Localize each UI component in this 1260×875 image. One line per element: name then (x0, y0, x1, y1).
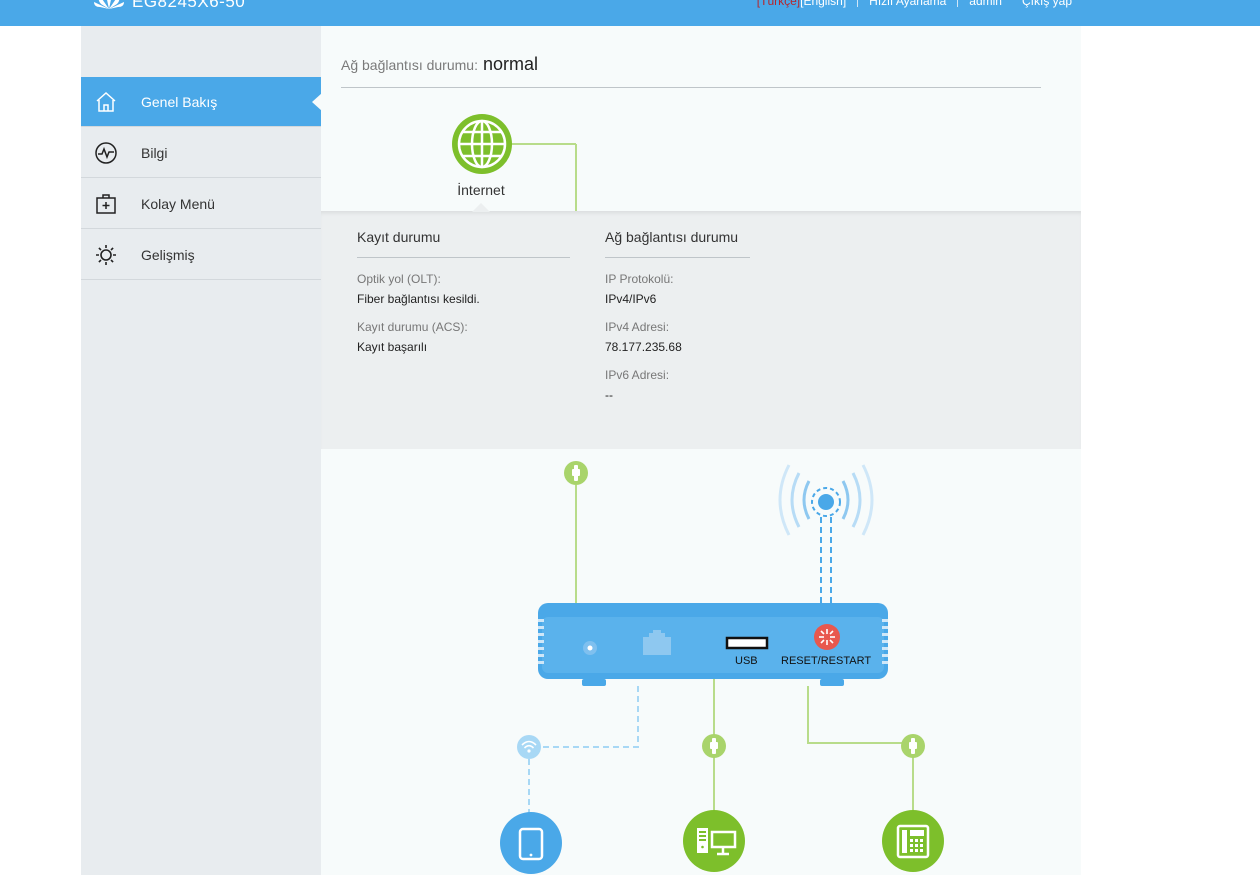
ethernet-port-icon[interactable] (702, 734, 726, 758)
reset-button-icon[interactable] (814, 624, 840, 650)
field-value: IPv4/IPv6 (605, 292, 657, 306)
nav-separator (957, 0, 959, 7)
field-acs: Kayıt durumu (ACS): Kayıt başarılı (357, 320, 570, 354)
field-ipv6: IPv6 Adresi: -- (605, 368, 750, 402)
computer-icon[interactable] (683, 810, 745, 872)
router-device (538, 603, 888, 686)
connection-status-label: Ağ bağlantısı durumu: (341, 57, 478, 73)
reset-restart-label: RESET/RESTART (781, 655, 872, 667)
main-content: Ağ bağlantısı durumu: normal İnternet Ka… (321, 26, 1081, 875)
user-name-link[interactable]: admin (969, 0, 1002, 8)
top-nav: [Türkçe] [English] Hızlı Ayarlama admin … (757, 0, 1072, 8)
sidebar-item-label: Gelişmiş (141, 246, 195, 263)
sidebar-item-easy-menu[interactable]: Kolay Menü (81, 179, 321, 229)
field-label: IP Protokolü: (605, 272, 674, 286)
field-value: 78.177.235.68 (605, 340, 682, 354)
device-model-name: EG8245X6-50 (132, 0, 246, 11)
registration-status-title: Kayıt durumu (357, 229, 570, 258)
gear-icon (96, 244, 116, 265)
field-label: IPv4 Adresi: (605, 320, 670, 334)
logo: EG8245X6-50 (92, 0, 245, 12)
sidebar-item-advanced[interactable]: Gelişmiş (81, 230, 321, 280)
quick-setup-link[interactable]: Hızlı Ayarlama (869, 0, 947, 8)
medical-kit-icon (96, 193, 116, 214)
field-value: Fiber bağlantısı kesildi. (357, 292, 480, 306)
field-value: -- (605, 388, 613, 402)
connection-status-value: normal (482, 54, 539, 74)
router-topology (500, 461, 944, 874)
field-label: Optik yol (OLT): (357, 272, 441, 286)
language-english-link[interactable]: [English] (800, 0, 847, 8)
device-diagram: USB RESET/RESTART (321, 449, 1081, 875)
field-label: IPv6 Adresi: (605, 368, 670, 382)
sidebar-item-label: Kolay Menü (141, 195, 215, 212)
lan-port-icon (643, 630, 671, 655)
network-status-title: Ağ bağlantısı durumu (605, 229, 750, 258)
field-ipv4: IPv4 Adresi: 78.177.235.68 (605, 320, 750, 354)
usb-port-icon[interactable] (725, 636, 769, 650)
sidebar: Genel Bakış Bilgi Kolay Menü Gelişmiş (81, 26, 322, 875)
power-port-icon (583, 641, 597, 655)
fiber-port-icon[interactable] (564, 461, 588, 485)
network-status-section: Ağ bağlantısı durumu IP Protokolü: IPv4/… (605, 229, 750, 402)
globe-icon[interactable] (452, 114, 512, 174)
connection-status-header: Ağ bağlantısı durumu: normal (341, 54, 1041, 88)
home-icon (96, 91, 116, 112)
huawei-logo-icon (94, 0, 124, 9)
logout-link[interactable]: Çıkış yap (1021, 0, 1072, 8)
status-info-panel: Kayıt durumu Optik yol (OLT): Fiber bağl… (321, 203, 1081, 449)
sidebar-item-label: Bilgi (141, 144, 168, 161)
wifi-antenna-icon[interactable] (778, 464, 874, 536)
field-label: Kayıt durumu (ACS): (357, 320, 468, 334)
registration-status-section: Kayıt durumu Optik yol (OLT): Fiber bağl… (357, 229, 570, 354)
telephone-icon[interactable] (882, 810, 944, 872)
tablet-icon[interactable] (500, 812, 562, 874)
usb-label: USB (735, 655, 758, 667)
wifi-icon[interactable] (517, 735, 541, 759)
field-olt: Optik yol (OLT): Fiber bağlantısı kesild… (357, 272, 570, 306)
phone-port-icon[interactable] (901, 734, 925, 758)
internet-topology (452, 114, 577, 216)
sidebar-item-label: Genel Bakış (141, 93, 218, 110)
panel-pointer (472, 203, 490, 212)
top-bar: EG8245X6-50 [Türkçe] [English] Hızlı Aya… (0, 0, 1260, 26)
internet-label[interactable]: İnternet (457, 182, 505, 198)
sidebar-item-overview[interactable]: Genel Bakış (81, 77, 322, 127)
language-turkish-link[interactable]: [Türkçe] (756, 0, 801, 8)
nav-separator (857, 0, 859, 7)
pulse-icon (95, 141, 117, 164)
sidebar-item-info[interactable]: Bilgi (81, 128, 321, 178)
field-ip-protocol: IP Protokolü: IPv4/IPv6 (605, 272, 750, 306)
field-value: Kayıt başarılı (357, 340, 428, 354)
